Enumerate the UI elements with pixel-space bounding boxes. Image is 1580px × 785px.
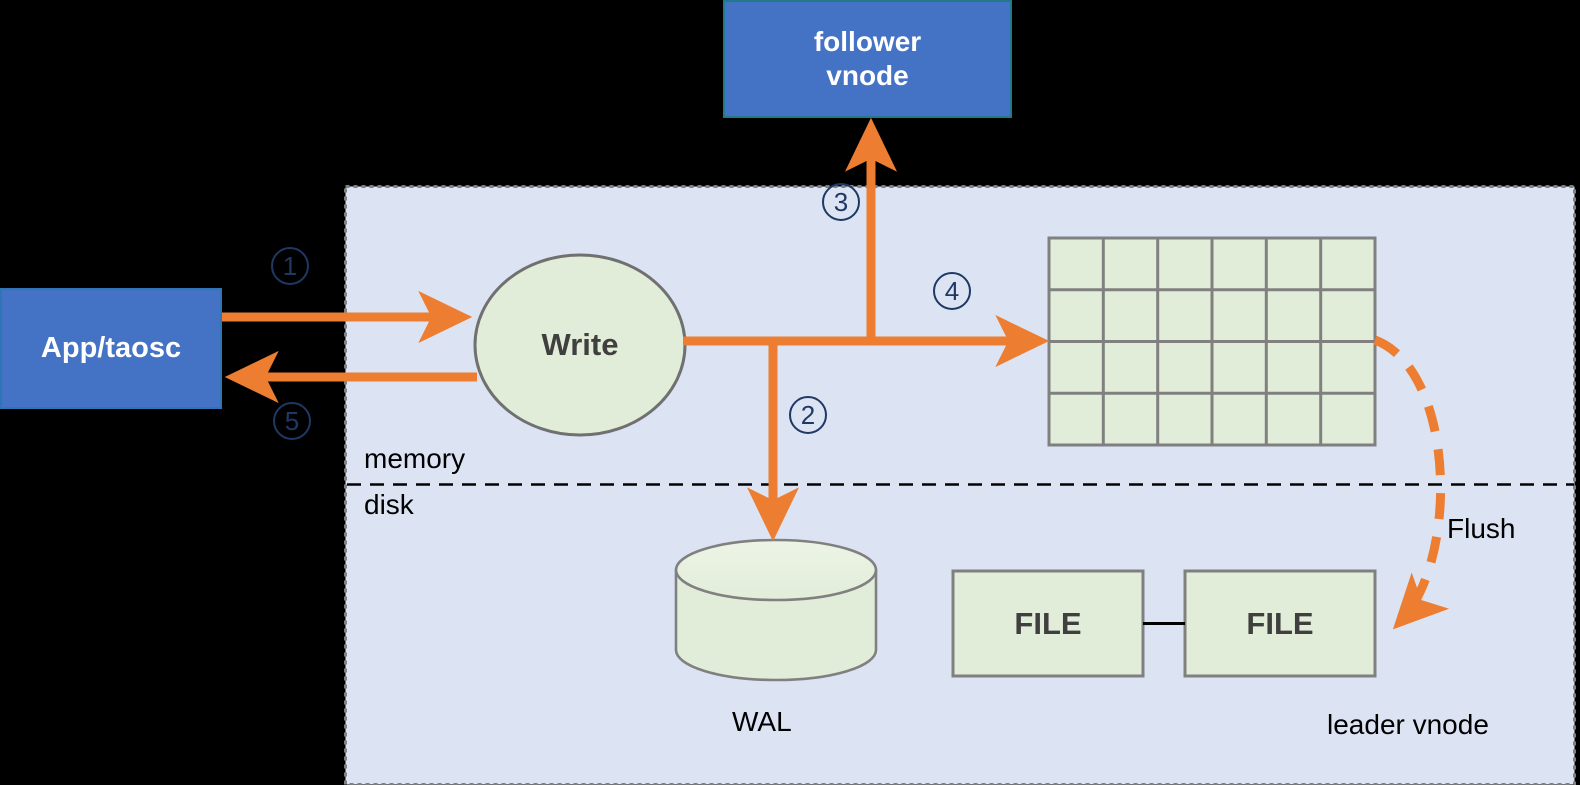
leader-vnode-label: leader vnode	[1327, 709, 1489, 740]
wal-label: WAL	[732, 706, 792, 737]
step-number-2: 2	[789, 396, 827, 434]
step-number-4: 4	[933, 272, 971, 310]
file-box-2	[1183, 569, 1377, 678]
disk-boundary-label: disk	[364, 489, 414, 520]
file-box-1	[951, 569, 1145, 678]
wal-cylinder	[674, 538, 878, 682]
memtable-grid	[1047, 236, 1377, 447]
flush-edge-label: Flush	[1447, 513, 1516, 544]
edge-flush-dashed	[1373, 335, 1450, 630]
step-number-1: 1	[271, 247, 309, 285]
step-number-5: 5	[273, 402, 311, 440]
step-number-3: 3	[822, 183, 860, 221]
write-ellipse	[473, 253, 687, 437]
memory-boundary-label: memory	[364, 443, 466, 474]
